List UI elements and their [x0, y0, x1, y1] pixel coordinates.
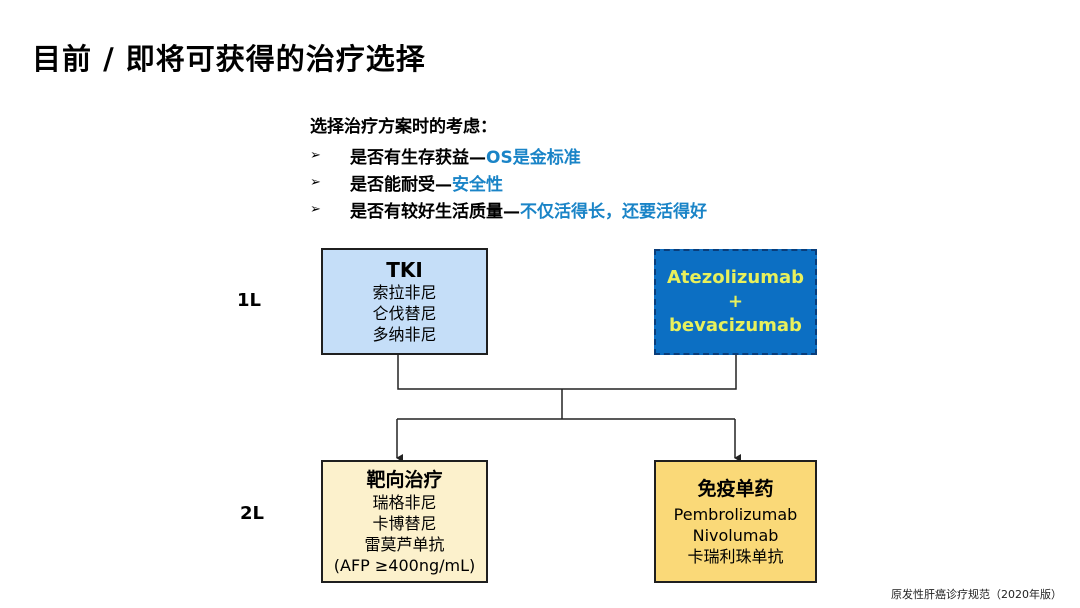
targeted-drug: 卡博替尼: [372, 513, 437, 533]
arrow-bullet-icon: ➢: [310, 175, 321, 190]
arrow-bullet-icon: ➢: [310, 148, 321, 163]
targeted-box-title: 靶向治疗: [366, 468, 443, 491]
targeted-drug: 瑞格非尼: [372, 492, 437, 512]
immune-drug: 卡瑞利珠单抗: [687, 547, 784, 566]
tki-drug: 仑伐替尼: [372, 304, 437, 323]
arrow-bullet-icon: ➢: [310, 202, 321, 217]
consideration-prefix: 是否有生存获益—: [350, 148, 486, 168]
tki-box: TKI 索拉非尼 仑伐替尼 多纳非尼: [321, 248, 488, 355]
consideration-prefix: 是否能耐受—: [350, 175, 452, 195]
considerations-list: 选择治疗方案时的考虑： ➢ 是否有生存获益—OS是金标准 ➢ 是否能耐受—安全性…: [310, 112, 707, 223]
consideration-highlight: 安全性: [452, 175, 503, 195]
immune-box-title: 免疫单药: [697, 478, 774, 500]
consideration-item: ➢ 是否有较好生活质量—不仅活得长，还要活得好: [310, 196, 707, 223]
considerations-heading: 选择治疗方案时的考虑：: [310, 117, 497, 137]
immune-drug: Pembrolizumab: [673, 505, 798, 524]
page-title: 目前 / 即将可获得的治疗选择: [32, 42, 426, 76]
tki-box-title: TKI: [386, 258, 423, 282]
consideration-highlight: 不仅活得长，还要活得好: [520, 202, 707, 222]
atezo-bev-plus: +: [727, 291, 744, 312]
consideration-item: ➢ 是否有生存获益—OS是金标准: [310, 142, 707, 169]
tki-drug: 索拉非尼: [372, 283, 437, 302]
line-label-first: 1L: [237, 290, 261, 311]
atezo-bev-line: bevacizumab: [669, 315, 802, 336]
immune-drug: Nivolumab: [692, 526, 779, 545]
atezo-bev-line: Atezolizumab: [666, 267, 804, 288]
consideration-highlight: OS是金标准: [486, 148, 581, 168]
source-footnote: 原发性肝癌诊疗规范（2020年版）: [891, 588, 1062, 601]
consideration-prefix: 是否有较好生活质量—: [350, 202, 520, 222]
line-label-second: 2L: [240, 503, 264, 524]
connector-merge-line: [397, 355, 737, 390]
targeted-drug: 雷莫芦单抗: [364, 534, 445, 554]
consideration-item: ➢ 是否能耐受—安全性: [310, 169, 707, 196]
immune-monotherapy-box: 免疫单药 Pembrolizumab Nivolumab 卡瑞利珠单抗: [654, 460, 817, 583]
targeted-drug-note: (AFP ≥400ng/mL): [333, 555, 476, 575]
tki-drug: 多纳非尼: [372, 325, 437, 344]
atezo-bev-box: Atezolizumab + bevacizumab: [654, 249, 817, 355]
targeted-therapy-box: 靶向治疗 瑞格非尼 卡博替尼 雷莫芦单抗 (AFP ≥400ng/mL): [321, 460, 488, 583]
